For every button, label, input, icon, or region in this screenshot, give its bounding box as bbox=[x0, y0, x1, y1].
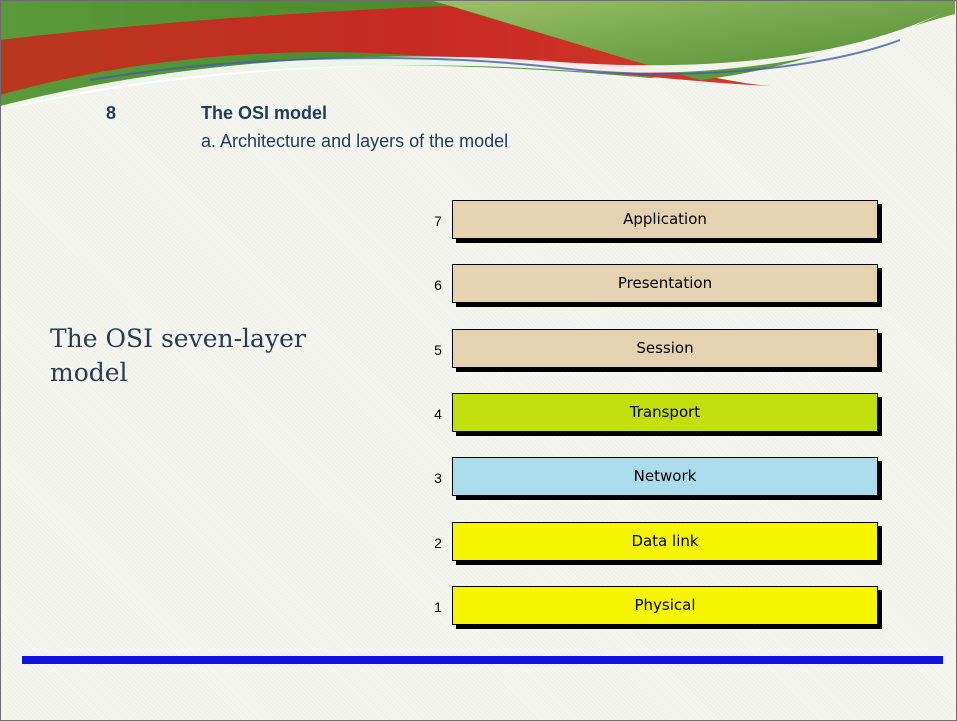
osi-layer-row: 2 Data link bbox=[430, 522, 880, 564]
slide-number: 8 bbox=[106, 103, 117, 123]
banner-right-wedge bbox=[430, 0, 955, 80]
osi-layer-row: 1 Physical bbox=[430, 586, 880, 628]
osi-layer-row: 5 Session bbox=[430, 329, 880, 371]
layer-number: 5 bbox=[434, 342, 442, 358]
header-banner bbox=[0, 0, 955, 110]
slide-title: The OSI model bbox=[201, 103, 328, 123]
layer-number: 4 bbox=[434, 406, 442, 422]
layer-box: Application bbox=[452, 200, 878, 239]
layer-box: Data link bbox=[452, 522, 878, 561]
banner-white-swoosh bbox=[0, 14, 940, 110]
bottom-divider bbox=[22, 656, 943, 664]
osi-layer-row: 7 Application bbox=[430, 200, 880, 242]
layer-number: 3 bbox=[434, 470, 442, 486]
side-caption: The OSI seven-layer model bbox=[50, 324, 306, 387]
layer-box: Transport bbox=[452, 393, 878, 432]
layer-box: Session bbox=[452, 329, 878, 368]
layer-number: 7 bbox=[434, 213, 442, 229]
slide-subtitle: a. Architecture and layers of the model bbox=[201, 131, 509, 151]
layer-number: 6 bbox=[434, 277, 442, 293]
osi-layer-row: 4 Transport bbox=[430, 393, 880, 435]
layer-box: Network bbox=[452, 457, 878, 496]
banner-red-wave bbox=[0, 6, 770, 95]
layer-number: 1 bbox=[434, 599, 442, 615]
osi-layer-row: 3 Network bbox=[430, 457, 880, 499]
osi-layer-row: 6 Presentation bbox=[430, 264, 880, 306]
layer-number: 2 bbox=[434, 535, 442, 551]
layer-box: Physical bbox=[452, 586, 878, 625]
layer-box: Presentation bbox=[452, 264, 878, 303]
banner-blue-line bbox=[89, 39, 901, 81]
